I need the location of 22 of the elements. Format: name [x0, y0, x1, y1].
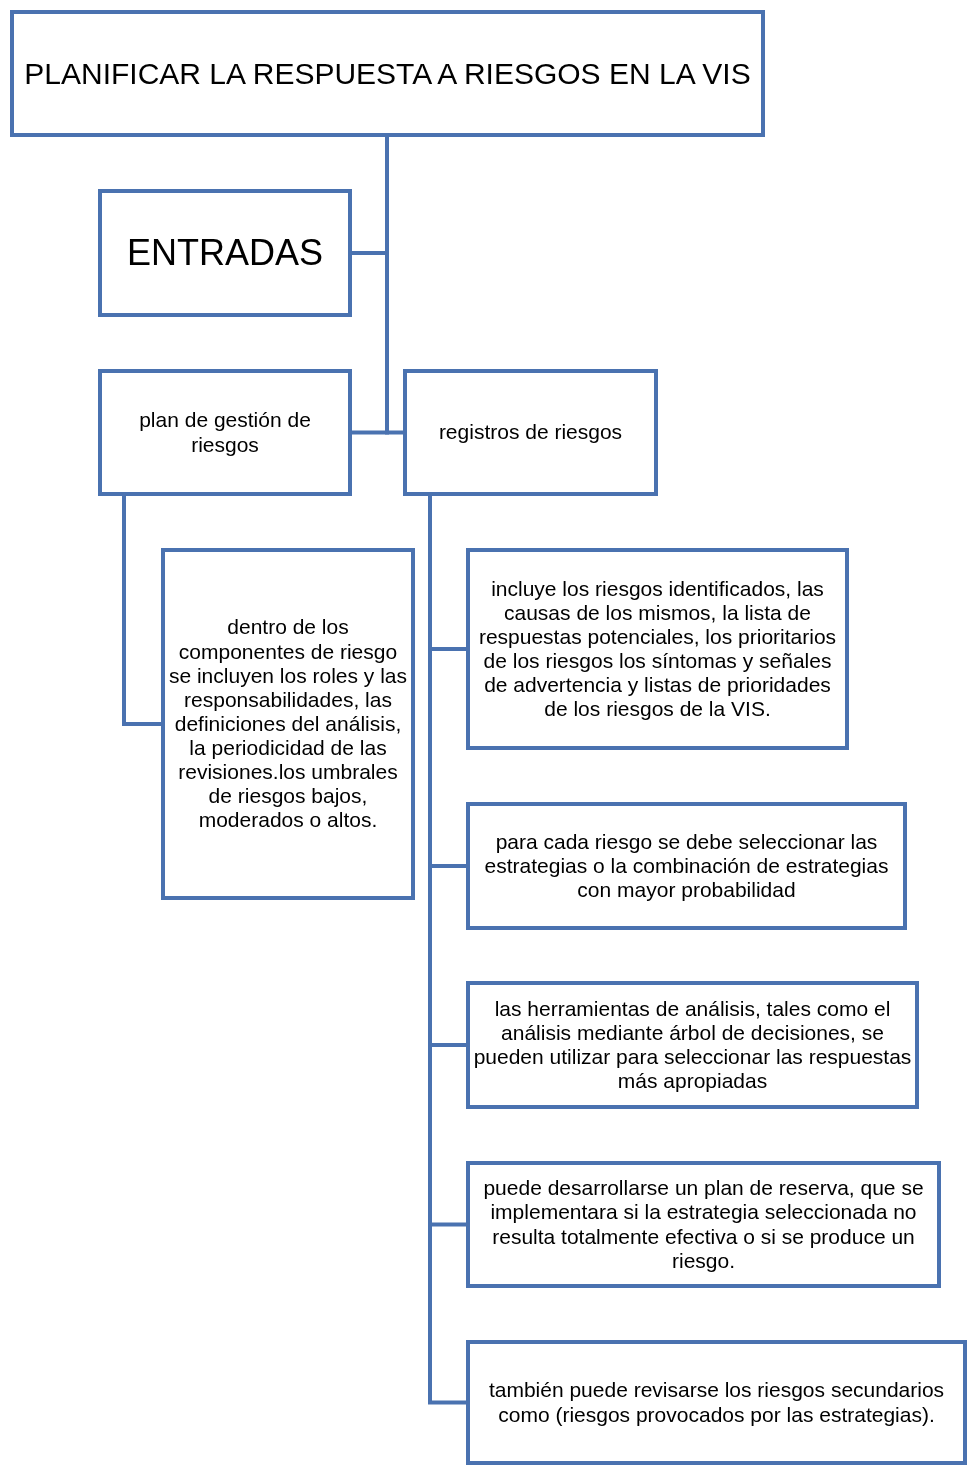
title-text: PLANIFICAR LA RESPUESTA A RIESGOS EN LA VIS [24, 57, 751, 90]
connector-line [385, 137, 403, 435]
text-box [403, 369, 658, 496]
text-box [466, 1161, 941, 1288]
text-box [161, 548, 415, 900]
box-text: para cada riesgo se debe seleccionar las estrategias o la combinación de estrategias con mayor probabilidad [483, 829, 890, 903]
text-box [466, 981, 919, 1109]
text-box [466, 802, 907, 930]
text-box [466, 548, 849, 750]
text-box [98, 369, 352, 496]
box-text: registros de riesgos [438, 420, 623, 445]
box-text: puede desarrollarse un plan de reserva, que se implementara si la estrategia seleccionada no resulta totalmente efectiva o si se produce un riesgo. [482, 1176, 925, 1273]
text-box [466, 1340, 967, 1465]
box-text: las herramientas de análisis, tales como el análisis mediante árbol de decisiones, se pueden utilizar para seleccionar las respuestas más apropiadas [472, 996, 913, 1094]
box-text: ENTRADAS [127, 232, 323, 274]
box-text: dentro de los componentes de riesgo se incluyen los roles y las responsabilidades, las definiciones del análisis, la periodicidad de las revisiones.los umbrales de riesgos bajos, moderados o altos. [167, 615, 409, 833]
box-text: también puede revisarse los riesgos secundarios como (riesgos provocados por las estrategias). [487, 1378, 946, 1427]
box-text: incluye los riesgos identificados, las causas de los mismos, la lista de respuestas potenciales, los prioritarios de los riesgos los síntomas y señales de advertencia y listas de prioridades de los riesgos de la VIS. [477, 576, 838, 722]
box-text: plan de gestión de riesgos [138, 408, 312, 457]
text-box [98, 189, 352, 317]
title-box [10, 10, 765, 137]
connector-line [122, 496, 161, 726]
